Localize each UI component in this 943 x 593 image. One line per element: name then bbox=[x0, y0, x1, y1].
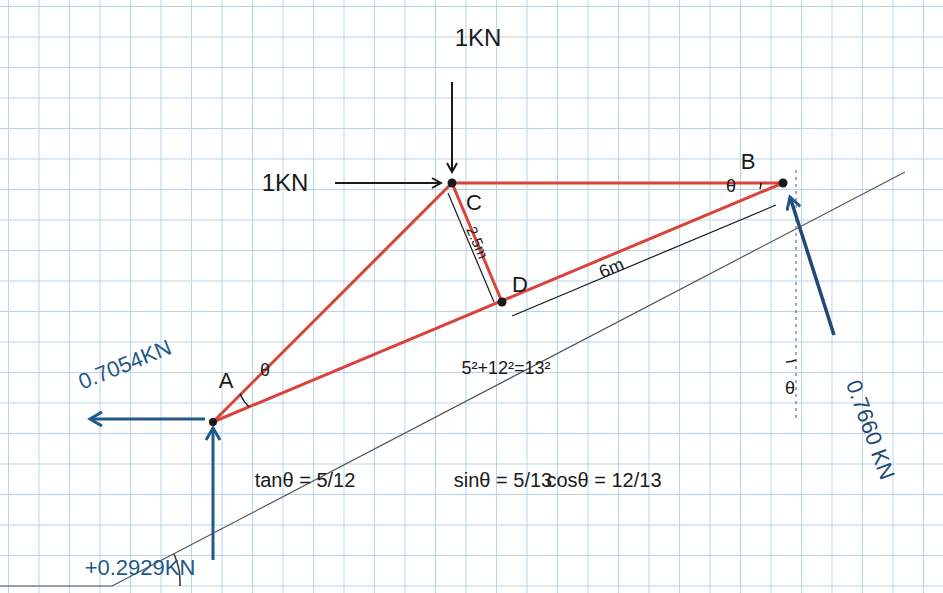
joints bbox=[209, 179, 788, 427]
ground-line bbox=[0, 585, 112, 586]
angle-label: θ bbox=[726, 177, 736, 195]
load-arrow bbox=[451, 82, 453, 172]
reaction-arrow bbox=[790, 197, 834, 335]
load-arrow bbox=[335, 182, 441, 184]
equation-note: tanθ = 5/12 bbox=[255, 470, 356, 490]
reference-line bbox=[796, 170, 797, 420]
reaction-value: +0.2929KN bbox=[85, 557, 196, 579]
joint-label: A bbox=[219, 370, 234, 392]
incline-line bbox=[112, 172, 905, 586]
load-label: 1KN bbox=[262, 171, 309, 195]
truss-members bbox=[213, 183, 783, 422]
joint-label: B bbox=[741, 151, 756, 173]
dimension-label: 2.5m bbox=[465, 224, 492, 261]
dimension-line bbox=[448, 193, 494, 302]
angle-arc bbox=[240, 394, 249, 407]
equation-note: 5²+12²=13² bbox=[461, 359, 550, 377]
dimension-line bbox=[512, 205, 776, 316]
reaction-arrow bbox=[90, 418, 205, 421]
joint-label: D bbox=[512, 274, 528, 296]
joint-label: C bbox=[466, 192, 482, 214]
reaction-value: 0.7660 KN bbox=[842, 377, 898, 482]
load-label: 1KN bbox=[455, 26, 502, 50]
equation-note: cosθ = 12/13 bbox=[546, 470, 661, 490]
angle-arc bbox=[786, 360, 796, 362]
equation-note: sinθ = 5/13 bbox=[454, 470, 552, 490]
angle-arc bbox=[760, 183, 761, 189]
angle-label: θ bbox=[260, 361, 270, 379]
reaction-value: 0.7054KN bbox=[76, 336, 175, 393]
reaction-arrow bbox=[212, 428, 215, 560]
angle-label: θ bbox=[785, 379, 795, 397]
